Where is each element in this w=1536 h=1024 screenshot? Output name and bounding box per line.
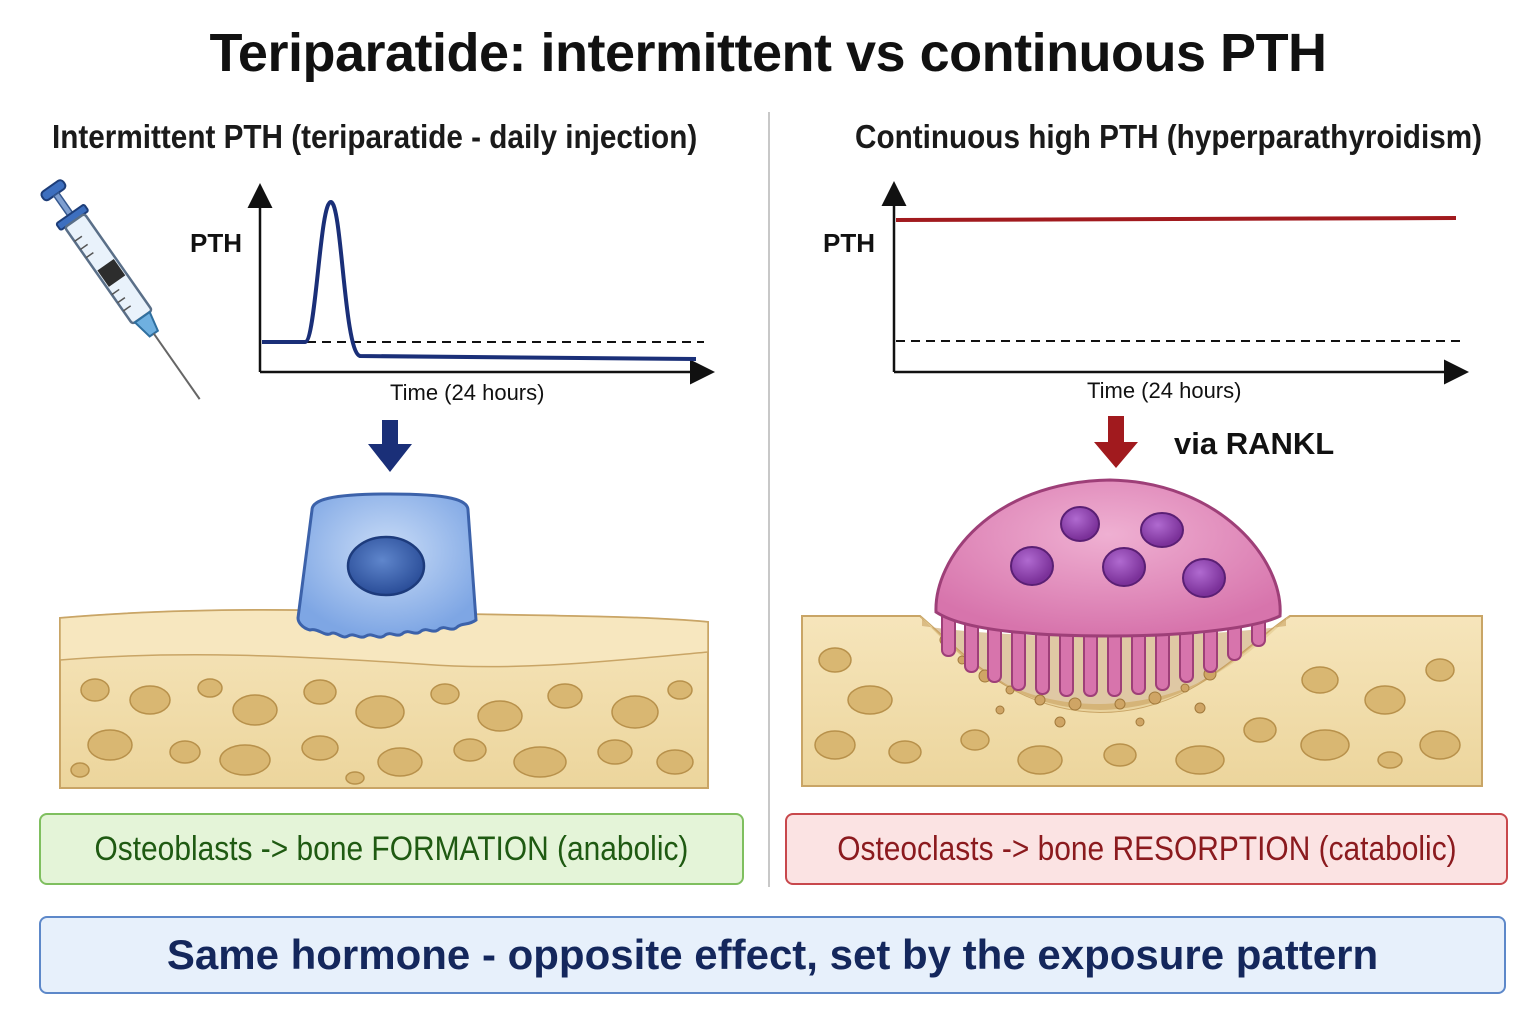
via-rankl-label: via RANKL <box>1174 426 1335 461</box>
right-pth-high-line <box>895 216 1457 222</box>
resorption-result-box: Osteoclasts -> bone RESORPTION (cataboli… <box>785 813 1508 885</box>
panel-divider <box>768 112 770 887</box>
arrow-down-icon <box>1094 416 1138 468</box>
left-pth-pulse-curve <box>262 199 697 361</box>
formation-result-text: Osteoblasts -> bone FORMATION (anabolic) <box>94 829 689 868</box>
bone-tissue-icon <box>59 609 709 789</box>
left-y-axis-label: PTH <box>190 228 242 258</box>
summary-box: Same hormone - opposite effect, set by t… <box>39 916 1506 994</box>
right-y-axis-label: PTH <box>823 228 875 258</box>
left-x-axis-label: Time (24 hours) <box>390 380 545 405</box>
right-x-axis-label: Time (24 hours) <box>1087 378 1242 403</box>
left-panel-title: Intermittent PTH (teriparatide - daily i… <box>52 118 698 155</box>
formation-result-box: Osteoblasts -> bone FORMATION (anabolic) <box>39 813 744 885</box>
left-pth-chart <box>247 183 715 385</box>
right-panel-title: Continuous high PTH (hyperparathyroidism… <box>855 118 1483 155</box>
resorption-result-text: Osteoclasts -> bone RESORPTION (cataboli… <box>836 829 1457 868</box>
page-title: Teriparatide: intermittent vs continuous… <box>209 23 1327 83</box>
summary-text: Same hormone - opposite effect, set by t… <box>166 931 1379 978</box>
osteoclast-cell-icon <box>934 478 1282 697</box>
right-pth-chart <box>881 181 1469 385</box>
osteoblast-cell-icon <box>296 492 478 639</box>
arrow-down-icon <box>368 420 412 472</box>
syringe-icon <box>40 179 201 400</box>
